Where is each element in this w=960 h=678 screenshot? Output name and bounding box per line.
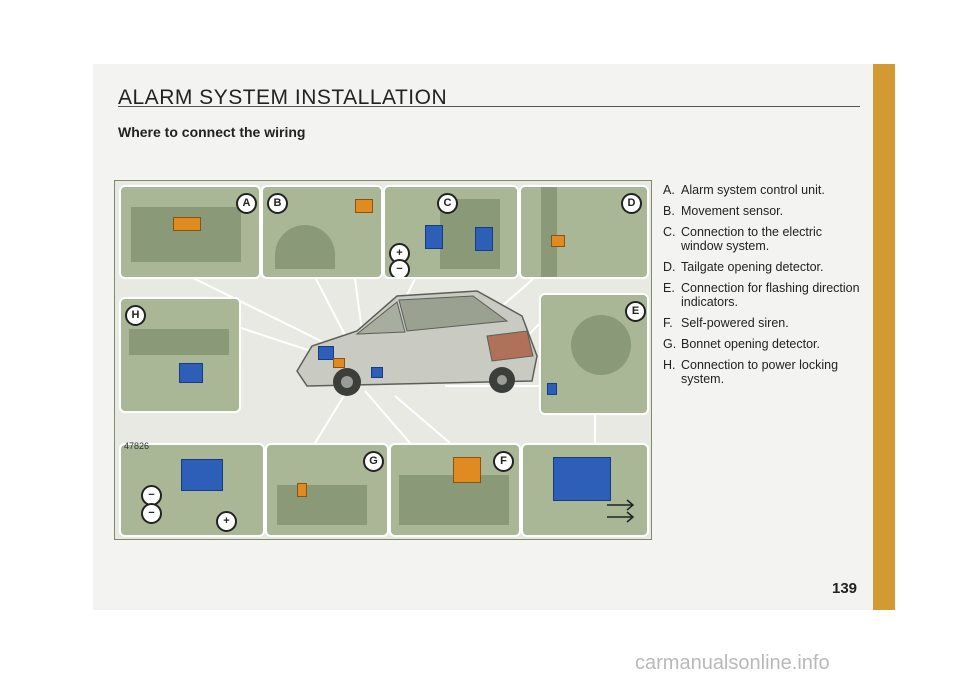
panel-c: C + − xyxy=(383,185,519,279)
legend-key: D. xyxy=(663,260,676,274)
flashing-arrows-icon xyxy=(607,499,635,523)
chapter-tab xyxy=(873,64,895,610)
panel-b: B xyxy=(261,185,383,279)
legend-item: G. Bonnet opening detector. xyxy=(663,337,863,351)
legend-text: Alarm system control unit. xyxy=(681,183,825,197)
panel-indicator-detail xyxy=(521,443,649,537)
legend-text: Movement sensor. xyxy=(681,204,784,218)
locking-connector-icon xyxy=(179,363,203,383)
panel-f: F xyxy=(389,443,521,537)
control-unit-icon xyxy=(173,217,201,231)
legend-item: F. Self-powered siren. xyxy=(663,316,863,330)
minus-symbol: − xyxy=(389,259,410,277)
legend-text: Connection to the electric window system… xyxy=(681,225,823,253)
minus-symbol-2: − xyxy=(141,503,162,524)
legend-text: Connection for flashing direction indica… xyxy=(681,281,860,309)
window-connector-right xyxy=(475,227,493,251)
indicator-connector-icon xyxy=(547,383,557,395)
figure-number: 47826 xyxy=(124,441,150,451)
panel-e: E xyxy=(539,293,649,415)
label-f: F xyxy=(493,451,514,472)
minus-symbol-1: − xyxy=(141,485,162,506)
legend-item: C. Connection to the electric window syst… xyxy=(663,225,863,253)
panel-a: A xyxy=(119,185,261,279)
legend-key: B. xyxy=(663,204,675,218)
legend-key: A. xyxy=(663,183,675,197)
panel-locking-detail: − − + xyxy=(119,443,265,537)
legend-item: B. Movement sensor. xyxy=(663,204,863,218)
car-illustration xyxy=(296,290,538,396)
legend-key: H. xyxy=(663,358,676,372)
tailgate-detector-icon xyxy=(551,235,565,247)
locking-detail-connector xyxy=(181,459,223,491)
siren-icon xyxy=(453,457,481,483)
legend-key: F. xyxy=(663,316,673,330)
label-b: B xyxy=(267,193,288,214)
section-subtitle: Where to connect the wiring xyxy=(118,124,306,140)
legend-item: H. Connection to power locking system. xyxy=(663,358,863,386)
label-d: D xyxy=(621,193,642,214)
legend-item: E. Connection for flashing direction indi… xyxy=(663,281,863,309)
wiring-diagram: A B C + − D H E − − + xyxy=(114,180,652,540)
sensor-marker xyxy=(371,367,383,378)
indicator-detail-connector xyxy=(553,457,611,501)
control-unit-marker xyxy=(318,346,334,360)
bonnet-detector-icon xyxy=(297,483,307,497)
legend-text: Self-powered siren. xyxy=(681,316,789,330)
legend-item: D. Tailgate opening detector. xyxy=(663,260,863,274)
siren-marker xyxy=(333,358,345,368)
label-e: E xyxy=(625,301,646,322)
label-c: C xyxy=(437,193,458,214)
plus-symbol-2: + xyxy=(216,511,237,532)
watermark-text: carmanualsonline.info xyxy=(635,652,830,674)
legend-text: Tailgate opening detector. xyxy=(681,260,824,274)
label-g: G xyxy=(363,451,384,472)
page-number: 139 xyxy=(832,580,858,597)
movement-sensor-icon xyxy=(355,199,373,213)
legend-text: Connection to power locking system. xyxy=(681,358,839,386)
label-a: A xyxy=(236,193,257,214)
legend-item: A. Alarm system control unit. xyxy=(663,183,863,197)
window-connector-left xyxy=(425,225,443,249)
legend-key: C. xyxy=(663,225,676,239)
label-h: H xyxy=(125,305,146,326)
legend-text: Bonnet opening detector. xyxy=(681,337,821,351)
legend-list: A. Alarm system control unit. B. Movement … xyxy=(663,183,863,393)
title-rule xyxy=(118,106,860,107)
legend-key: G. xyxy=(663,337,677,351)
panel-d: D xyxy=(519,185,649,279)
panel-g: G xyxy=(265,443,389,537)
panel-h: H xyxy=(119,297,241,413)
legend-key: E. xyxy=(663,281,675,295)
page-title: ALARM SYSTEM INSTALLATION xyxy=(118,86,448,109)
